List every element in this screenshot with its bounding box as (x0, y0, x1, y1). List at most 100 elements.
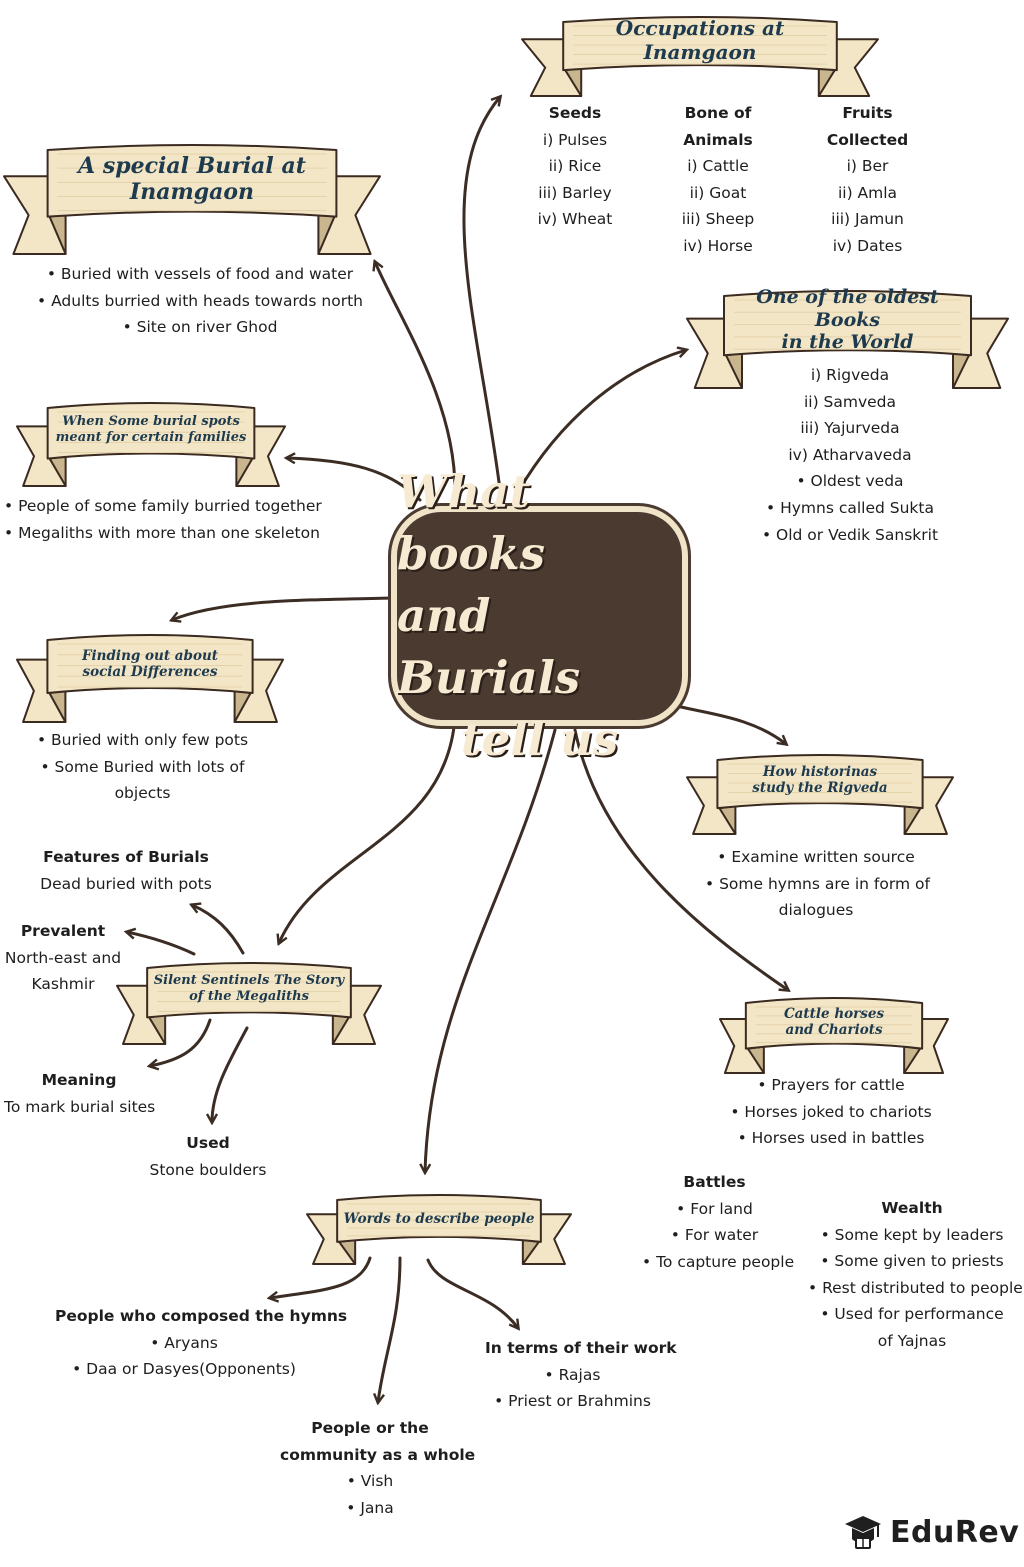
list-item: ii) Rice (548, 157, 602, 176)
occupations-column-seeds: Seeds i) Pulses ii) Rice iii) Barley iv)… (525, 100, 625, 233)
list-item: • Priest or Brahmins (494, 1392, 651, 1411)
arrow-to-oldest-books (516, 350, 686, 494)
list-item: • Megaliths with more than one skeleton (4, 523, 320, 542)
graduation-cap-icon (845, 1516, 881, 1549)
title-oldest-books: One of the oldest Books in the World (727, 286, 968, 354)
ribbon-band (46, 634, 254, 695)
arrow-to-social-differences (172, 596, 395, 620)
title-line: in the World (781, 331, 914, 354)
branch-heading: community as a whole (280, 1445, 476, 1464)
title-line: Finding out about (81, 647, 219, 664)
arrow-to-work (426, 1258, 518, 1328)
ribbon-band (716, 754, 924, 810)
brand-logo: EduRev (842, 1512, 1019, 1552)
arrow-to-community (378, 1256, 402, 1402)
arrow-to-features (192, 905, 245, 955)
title-line: When Some burial spots (62, 414, 240, 430)
column-heading: Animals (683, 130, 753, 149)
social-differences-list: • Buried with only few pots • Some Burie… (35, 727, 250, 807)
list-item: • Examine written source (717, 848, 915, 866)
ribbon-banner-shape (686, 290, 1009, 389)
list-item: iv) Atharvaveda (788, 445, 912, 464)
ribbon-banner-shape (719, 997, 949, 1074)
title-line: How historinas (762, 763, 878, 780)
ribbon-banner-shape (686, 754, 954, 835)
ribbon-banner-shape (116, 962, 382, 1045)
list-item: • Daa or Dasyes(Opponents) (72, 1360, 296, 1379)
burial-spots-list: • People of some family burried together… (4, 493, 322, 546)
list-item: • Some hymns are in form of (705, 874, 930, 893)
list-item: • Oldest veda (796, 472, 904, 491)
list-item: i) Cattle (687, 157, 749, 176)
list-item: • Horses joked to chariots (730, 1102, 932, 1121)
megaliths-prevalent: Prevalent North-east and Kashmir (4, 918, 122, 998)
list-item: iv) Dates (832, 236, 903, 255)
cattle-wealth: Wealth • Some kept by leaders • Some giv… (808, 1195, 1023, 1355)
list-item: iv) Horse (683, 236, 753, 255)
title-line: Silent Sentinels The Story (153, 973, 345, 989)
title-line: Inamgaon (129, 179, 255, 205)
words-work: In terms of their work • Rajas • Priest … (485, 1335, 677, 1415)
branch-heading: Meaning (41, 1071, 117, 1089)
ribbon-band (46, 402, 256, 460)
list-item: i) Pulses (542, 130, 608, 149)
column-heading: Fruits (842, 104, 893, 122)
branch-heading: Battles (683, 1173, 746, 1191)
ribbon-oldest-books (685, 288, 1010, 390)
title-megaliths: Silent Sentinels The Story of the Megali… (150, 964, 348, 1014)
ribbon-band (562, 16, 838, 72)
ribbon-band (46, 144, 338, 218)
title-line: study the Rigveda (752, 780, 888, 796)
branch-heading: In terms of their work (485, 1339, 677, 1357)
list-item: • Used for performance (820, 1305, 1004, 1324)
megaliths-features: Features of Burials Dead buried with pot… (40, 844, 212, 897)
title-line: Words to describe people (343, 1210, 535, 1227)
list-item: dialogues (778, 901, 854, 920)
list-item: • Adults burried with heads towards nort… (37, 291, 363, 310)
list-item: i) Ber (846, 157, 889, 176)
list-item: • Old or Vedik Sanskrit (761, 525, 939, 544)
branch-text: Stone boulders (149, 1160, 267, 1179)
occupations-column-animals: Bone of Animals i) Cattle ii) Goat iii) … (668, 100, 768, 260)
list-item: ii) Samveda (803, 392, 897, 411)
title-words: Words to describe people (340, 1198, 538, 1240)
ribbon-rigveda-study (685, 752, 955, 836)
arrow-to-special-burial (375, 262, 457, 492)
list-item: • Rajas (544, 1365, 601, 1384)
words-community: People or the community as a whole • Vis… (280, 1415, 476, 1521)
ribbon-band (146, 962, 352, 1019)
arrow-to-words (425, 728, 557, 1172)
ribbon-words (305, 1192, 573, 1266)
column-heading: Bone of (684, 104, 752, 122)
ribbon-cattle (718, 995, 950, 1075)
list-item: • For water (670, 1226, 759, 1245)
branch-heading: People who composed the hymns (55, 1307, 348, 1325)
title-line: A special Burial at (78, 152, 306, 179)
title-line: One of the oldest Books (756, 285, 939, 331)
ribbon-burial-spots (15, 400, 287, 488)
list-item: • To capture people (642, 1252, 795, 1271)
list-item: • Buried with only few pots (36, 731, 249, 749)
branch-heading: Used (186, 1134, 230, 1152)
list-item: ii) Amla (837, 183, 898, 202)
list-item: ii) Goat (689, 183, 747, 202)
branch-text: Dead buried with pots (40, 874, 212, 893)
list-item: • Some given to priests (820, 1252, 1004, 1271)
arrow-to-burial-spots (287, 458, 422, 502)
arrow-to-prevalent (127, 932, 196, 956)
title-line: Cattle horses (783, 1005, 885, 1022)
arrow-to-meaning (150, 1018, 212, 1066)
ribbon-banner-shape (3, 144, 381, 255)
branch-heading: Features of Burials (43, 848, 209, 866)
ribbon-occupations (520, 14, 880, 98)
list-item: • Rest distributed to people (808, 1278, 1023, 1297)
list-item: • Aryans (150, 1333, 218, 1352)
central-topic-line: and Burials (397, 589, 581, 704)
title-burial-spots: When Some burial spots meant for certain… (50, 404, 252, 456)
megaliths-used: Used Stone boulders (146, 1130, 270, 1183)
rigveda-study-list: • Examine written source • Some hymns ar… (705, 844, 930, 924)
ribbon-megaliths (115, 960, 383, 1046)
list-item: iii) Barley (538, 183, 612, 202)
list-item: iii) Yajurveda (800, 419, 900, 438)
title-line: social Differences (82, 664, 218, 680)
